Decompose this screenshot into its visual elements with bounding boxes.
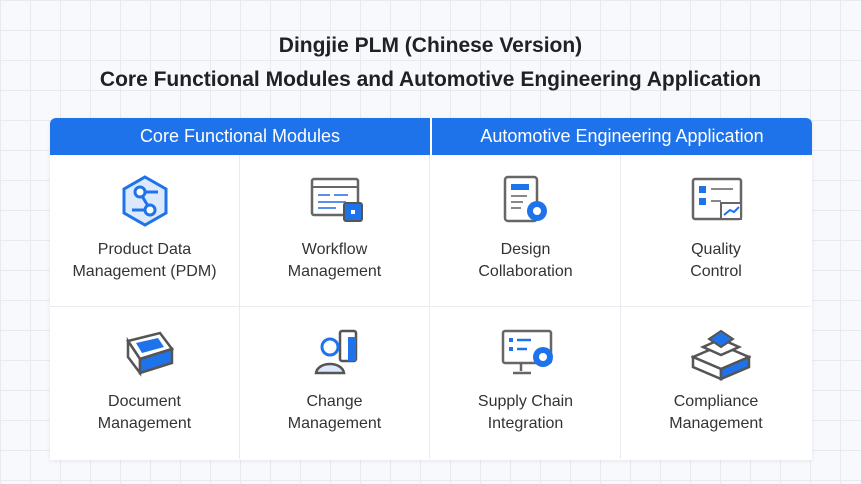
layered-server-icon [691, 329, 751, 381]
chart-window-icon [691, 177, 743, 221]
cell-label-line2: Management (PDM) [72, 263, 217, 280]
cell-label-line2: Management [669, 415, 763, 432]
document-stack-icon [125, 331, 175, 377]
cell-label-line1: Change [306, 393, 363, 410]
header-core-modules: Core Functional Modules [50, 118, 430, 155]
monitor-gear-icon [501, 329, 553, 375]
cell-label-line2: Management [287, 415, 382, 432]
document-gear-icon [503, 175, 547, 223]
cell-label-line2: Control [690, 263, 742, 280]
cell-label-line1: Supply Chain [477, 393, 574, 410]
cell-label-line1: Product Data [97, 241, 192, 258]
cell-label-line2: Integration [487, 415, 564, 432]
cell-label-line1: Quality [691, 241, 741, 258]
cell-label-line2: Collaboration [478, 263, 573, 280]
header-automotive-application: Automotive Engineering Application [432, 118, 812, 155]
person-change-icon [314, 329, 358, 375]
cell-label-line2: Management [287, 263, 382, 280]
cell-label-line1: Design [500, 241, 551, 258]
cell-label-line1: Document [108, 393, 181, 410]
title-line-2: Core Functional Modules and Automotive E… [99, 68, 762, 91]
cell-label-line1: Compliance [673, 393, 759, 410]
title-line-1: Dingjie PLM (Chinese Version) [278, 34, 583, 57]
modules-table: Core Functional Modules Automotive Engin… [50, 118, 812, 460]
hexagon-network-icon [122, 175, 168, 227]
cell-label-line2: Management [97, 415, 192, 432]
cell-label-line1: Workflow [301, 241, 368, 258]
window-workflow-icon [310, 177, 363, 222]
